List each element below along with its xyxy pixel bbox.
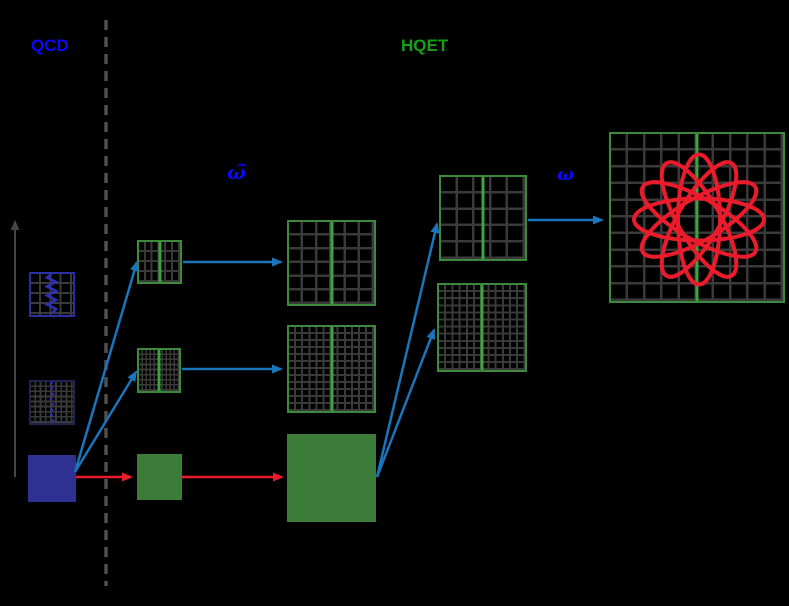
hqet-lattice-small-coarse (137, 240, 182, 284)
hqet-lattice-small-fine (137, 348, 181, 393)
hqet-lattice-mid-coarse (287, 220, 376, 306)
qcd-lattice-zigzag (29, 272, 75, 317)
hqet-green-square-small (137, 454, 182, 500)
lattice-centerline (481, 177, 485, 259)
blue-arrow-large-green-to-right-fine (375, 328, 436, 478)
lattice-centerline (157, 350, 161, 391)
qcd-region-label: QCD (31, 36, 69, 55)
zigzag-line-icon (44, 274, 59, 314)
blue-arrow-square-to-small-fine (73, 370, 138, 473)
lattice-centerline (695, 134, 699, 301)
omega-tilde-label: ω̃ (227, 160, 247, 184)
lattice-centerline (480, 285, 484, 370)
lattice-centerline (158, 242, 161, 282)
blue-arrow-square-to-small-coarse (73, 260, 139, 473)
hqet-lattice-mid-fine (287, 325, 376, 413)
lattice-centerline (330, 222, 333, 304)
red-rose-curve (632, 152, 766, 287)
hqet-green-square-large (287, 434, 376, 522)
hqet-lattice-right-fine (437, 283, 527, 372)
blue-arrow-large-green-to-right-coarse (375, 222, 440, 478)
lattice-centerline (330, 327, 333, 411)
omega-label: ω (557, 164, 575, 185)
hqet-lattice-right-coarse (439, 175, 527, 261)
dotted-wave-icon (49, 382, 55, 423)
hqet-region-label: HQET (401, 36, 449, 55)
qcd-blue-square (28, 455, 76, 502)
result-lattice (609, 132, 785, 303)
qcd-lattice-dotted (29, 380, 75, 425)
